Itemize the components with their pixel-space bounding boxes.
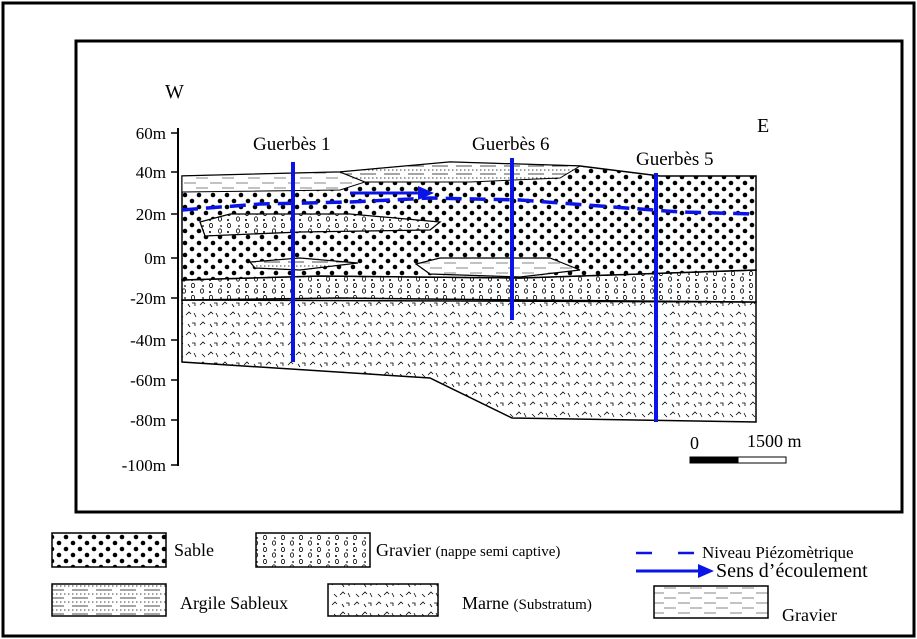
well-label: Guerbès 1 [253,134,331,155]
well-label: Guerbès 6 [472,134,550,155]
legend-label-gravier: Gravier (nappe semi captive) [376,540,560,560]
elevation-tick-label: 60m [136,124,166,143]
elevation-tick-label: -80m [130,411,166,430]
elevation-tick-label: 40m [136,163,166,182]
legend-label-argile: Argile Sableux [180,593,288,613]
elevation-tick-label: -100m [122,456,166,475]
layer-argile-top [339,161,582,183]
elevation-ticks [171,132,178,466]
legend-swatch-argile [51,583,167,617]
legend-swatch-marne [327,583,439,617]
scale-distance-label: 1500 m [747,431,802,451]
legend-swatch-flow-arrow [636,564,714,578]
scale-zero-label: 0 [690,433,699,453]
elevation-tick-label: 20m [136,205,166,224]
legend-swatch-sable [51,532,167,568]
well-label: Guerbès 5 [636,149,714,170]
lens-gravier-lower-right [414,257,581,278]
scale-bar-black [689,456,739,464]
legend-label-gravier2: Gravier [782,605,837,625]
legend-swatch-gravier [255,532,371,568]
direction-east-label: E [757,115,769,137]
legend-label-flow: Sens d’écoulement [716,560,868,582]
elevation-tick-label: -40m [130,331,166,350]
elevation-tick-label: -60m [130,371,166,390]
legend-label-piezometric: Niveau Piézomètrique [702,543,854,562]
piezometric-level-line [181,196,757,216]
elevation-tick-label: 0m [144,249,166,268]
legend-swatch-gravier2 [653,585,769,619]
flow-direction-arrow [350,186,434,200]
elevation-tick-label: -20m [130,289,166,308]
lens-gravier-upper [199,213,442,237]
direction-west-label: W [165,81,184,103]
legend-label-marne: Marne (Substratum) [462,593,592,613]
layer-gravier-top [181,171,367,193]
legend-label-sable: Sable [174,540,214,560]
scale-bar-white [737,456,787,464]
